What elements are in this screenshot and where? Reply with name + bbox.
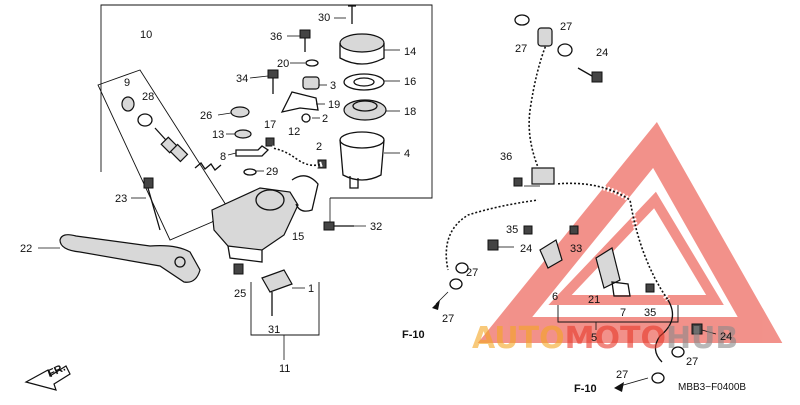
callout-16: 16 [404,76,416,88]
upper-brake-hose [526,44,549,174]
callout-22: 22 [20,243,32,255]
callout-25: 25 [234,288,246,300]
callout-27: 27 [442,313,454,325]
callout-24: 24 [596,47,608,59]
callout-35: 35 [506,224,518,236]
callout-3: 3 [330,80,336,92]
callout-10: 10 [140,29,152,41]
callout-24: 24 [720,331,732,343]
callout-8: 8 [220,151,226,163]
callout-4: 4 [404,148,410,160]
callout-27: 27 [466,267,478,279]
svg-text:AUTOMOTOHUB: AUTOMOTOHUB [472,321,738,356]
watermark-text: AUTOMOTOHUB [472,321,738,356]
callout-28: 28 [142,91,154,103]
callout-26: 26 [200,110,212,122]
callout-29: 29 [266,166,278,178]
callout-27: 27 [515,43,527,55]
callout-1: 1 [308,283,314,295]
ref-label-left: F-10 [402,329,425,341]
reservoir-cap [339,33,385,65]
callout-15: 15 [292,231,304,243]
brake-lever [59,234,201,283]
callout-14: 14 [404,46,416,58]
diagram-code: MBB3−F0400B [678,382,746,393]
leader-lines [38,17,717,335]
callout-13: 13 [212,129,224,141]
callout-30: 30 [318,12,330,24]
callout-23: 23 [115,193,127,205]
piston-set [121,96,222,171]
callout-7: 7 [620,307,626,319]
master-cylinder-body [211,187,299,263]
callout-27: 27 [686,356,698,368]
callout-36: 36 [500,151,512,163]
callout-34: 34 [236,73,248,85]
lower-left-brake-hose [443,197,539,271]
direction-arrow-icon [24,365,71,391]
reservoir [339,131,385,189]
callout-2: 2 [322,113,328,125]
callout-24: 24 [520,243,532,255]
callout-27: 27 [616,369,628,381]
callout-18: 18 [404,106,416,118]
callout-27: 27 [560,21,572,33]
callout-21: 21 [588,294,600,306]
callout-31: 31 [268,324,280,336]
callout-5: 5 [591,332,597,344]
right-brake-hose [555,180,671,302]
callout-32: 32 [370,221,382,233]
callout-19: 19 [328,99,340,111]
callout-11: 11 [279,363,290,375]
callout-33: 33 [570,243,582,255]
callout-12: 12 [288,126,300,138]
callout-6: 6 [552,291,558,303]
watermark-logo [477,122,783,343]
callout-17: 17 [264,119,276,131]
callout-9: 9 [124,77,130,89]
callout-20: 20 [277,58,289,70]
callout-36: 36 [270,31,282,43]
callout-2: 2 [316,141,322,153]
callout-35: 35 [644,307,656,319]
ref-label-right: F-10 [574,383,597,395]
